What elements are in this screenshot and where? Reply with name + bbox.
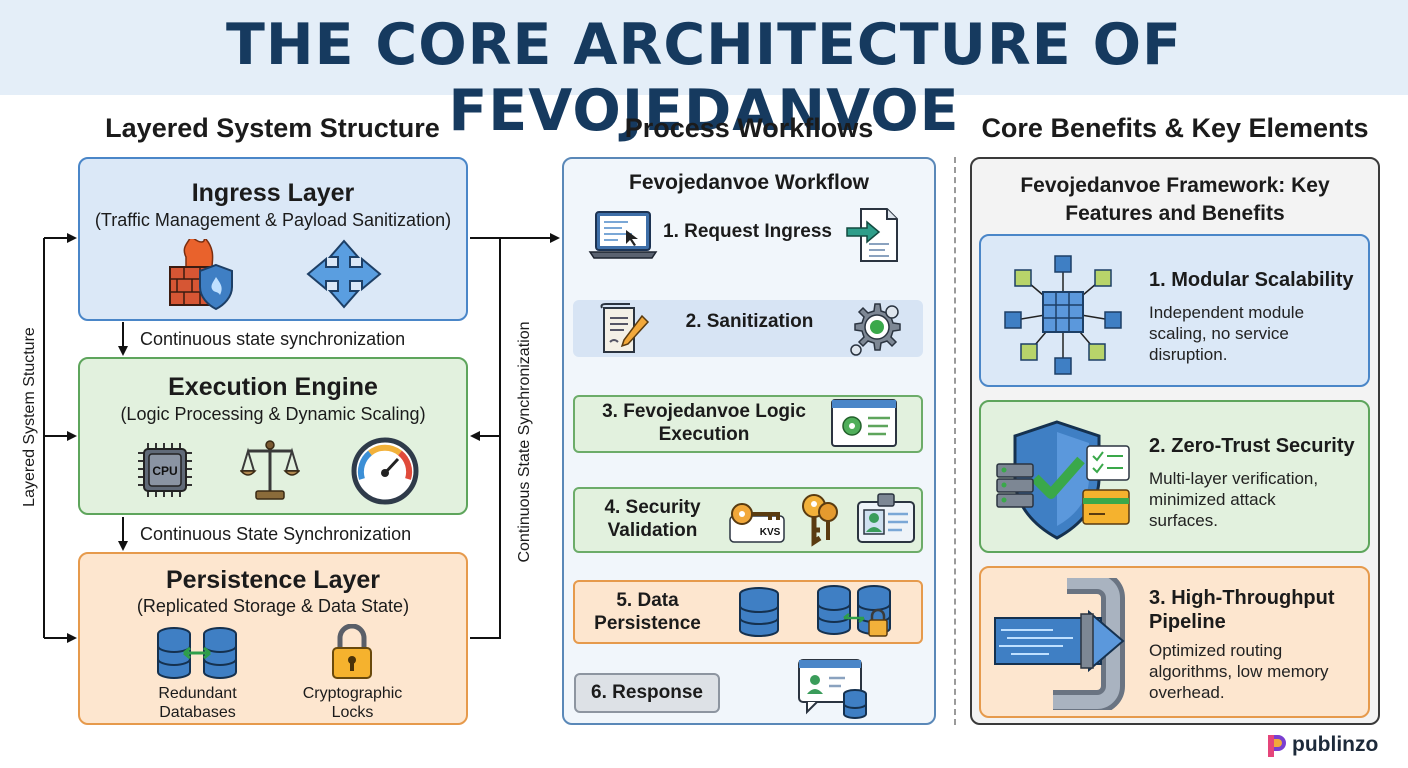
cpu-text: CPU [152, 464, 177, 478]
step-6-label: 6. Response [591, 682, 703, 703]
pipeline-icon [994, 578, 1125, 710]
brand-name: publinzo [1292, 733, 1379, 756]
sync-label-2: Continuous State Synchronization [140, 524, 412, 544]
workflow-title: Fevojedanvoe Workflow [629, 171, 869, 194]
scale-icon [240, 440, 300, 500]
document-edit-icon [600, 303, 650, 353]
persistence-layer-title: Persistence Layer [165, 566, 381, 594]
benefit-2-desc: Multi-layer verification, minimized atta… [1149, 469, 1319, 530]
step-3-label: 3. Fevojedanvoe Logic Execution [602, 401, 806, 445]
benefit-1-title: 1. Modular Scalability [1149, 269, 1354, 291]
right-section-heading: Core Benefits & Key Elements [981, 113, 1369, 143]
shield-icon [199, 263, 233, 311]
left-section-heading: Layered System Structure [105, 113, 440, 143]
benefit-1-desc: Independent module scaling, no service d… [1149, 303, 1305, 364]
laptop-icon [588, 211, 658, 259]
persistence-layer: Persistence Layer (Replicated Storage & … [78, 552, 468, 725]
lock-icon [332, 624, 372, 679]
sync-label-1: Continuous state synchronization [140, 329, 406, 349]
kvs-key-icon: KVS [729, 503, 785, 543]
modular-cubes-icon [1004, 255, 1122, 375]
step-4-label: 4. Security Validation [604, 497, 701, 541]
benefits-title: Fevojedanvoe Framework: Key Features and… [1020, 174, 1330, 225]
cryptographic-locks-caption: Cryptographic Locks [302, 685, 403, 721]
page-title: THE CORE ARCHITECTURE OF FEVOJEDANVOE [226, 12, 1182, 144]
kvs-text: KVS [760, 527, 781, 538]
execution-engine-title: Execution Engine [168, 373, 378, 401]
benefit-card-1: 1. Modular Scalability Independent modul… [979, 234, 1370, 387]
response-icon [798, 659, 867, 719]
section-divider [954, 157, 956, 725]
execution-engine-layer: Execution Engine (Logic Processing & Dyn… [78, 357, 468, 515]
benefit-card-3: 3. High-Throughput Pipeline Optimized ro… [979, 566, 1370, 718]
title-banner [0, 0, 1408, 95]
ingress-layer: Ingress Layer (Traffic Management & Payl… [78, 157, 468, 321]
execution-engine-subtitle: (Logic Processing & Dynamic Scaling) [120, 404, 426, 424]
gauge-icon [351, 437, 419, 505]
redundant-databases-icon [157, 627, 237, 679]
replicated-db-lock-icon [817, 585, 891, 637]
keys-icon [802, 494, 838, 547]
benefit-3-title: 3. High-Throughput Pipeline [1149, 587, 1335, 633]
ingress-layer-title: Ingress Layer [191, 179, 355, 207]
redundant-databases-caption: Redundant Databases [158, 685, 237, 721]
database-icon [739, 587, 779, 637]
publinzo-logo-icon [1268, 735, 1286, 757]
benefit-2-title: 2. Zero-Trust Security [1149, 435, 1355, 457]
zero-trust-shield-icon [996, 420, 1130, 540]
ingress-layer-subtitle: (Traffic Management & Payload Sanitizati… [94, 210, 452, 230]
persistence-layer-subtitle: (Replicated Storage & Data State) [136, 596, 410, 616]
cpu-icon: CPU [138, 443, 192, 497]
step-6-box [574, 673, 720, 713]
id-card-icon [857, 493, 915, 543]
code-gear-icon [831, 399, 897, 447]
layered-structure-side-label: Layered System Stucture [21, 327, 38, 507]
document-in-icon [846, 208, 898, 262]
sync-side-label: Continuous State Synchronization [516, 321, 533, 563]
middle-section-heading: Process Workflows [624, 113, 874, 143]
benefit-3-desc: Optimized routing algorithms, low memory… [1149, 641, 1329, 702]
router-icon [306, 239, 382, 309]
benefit-card-2: 2. Zero-Trust Security Multi-layer verif… [979, 400, 1370, 553]
step-2-label: 2. Sanitization [685, 311, 814, 332]
right-bus-line [470, 238, 501, 639]
step-1-label: 1. Request Ingress [663, 221, 832, 242]
step-5-label: 5. Data Persistence [594, 590, 701, 634]
gear-bug-icon [850, 303, 901, 356]
